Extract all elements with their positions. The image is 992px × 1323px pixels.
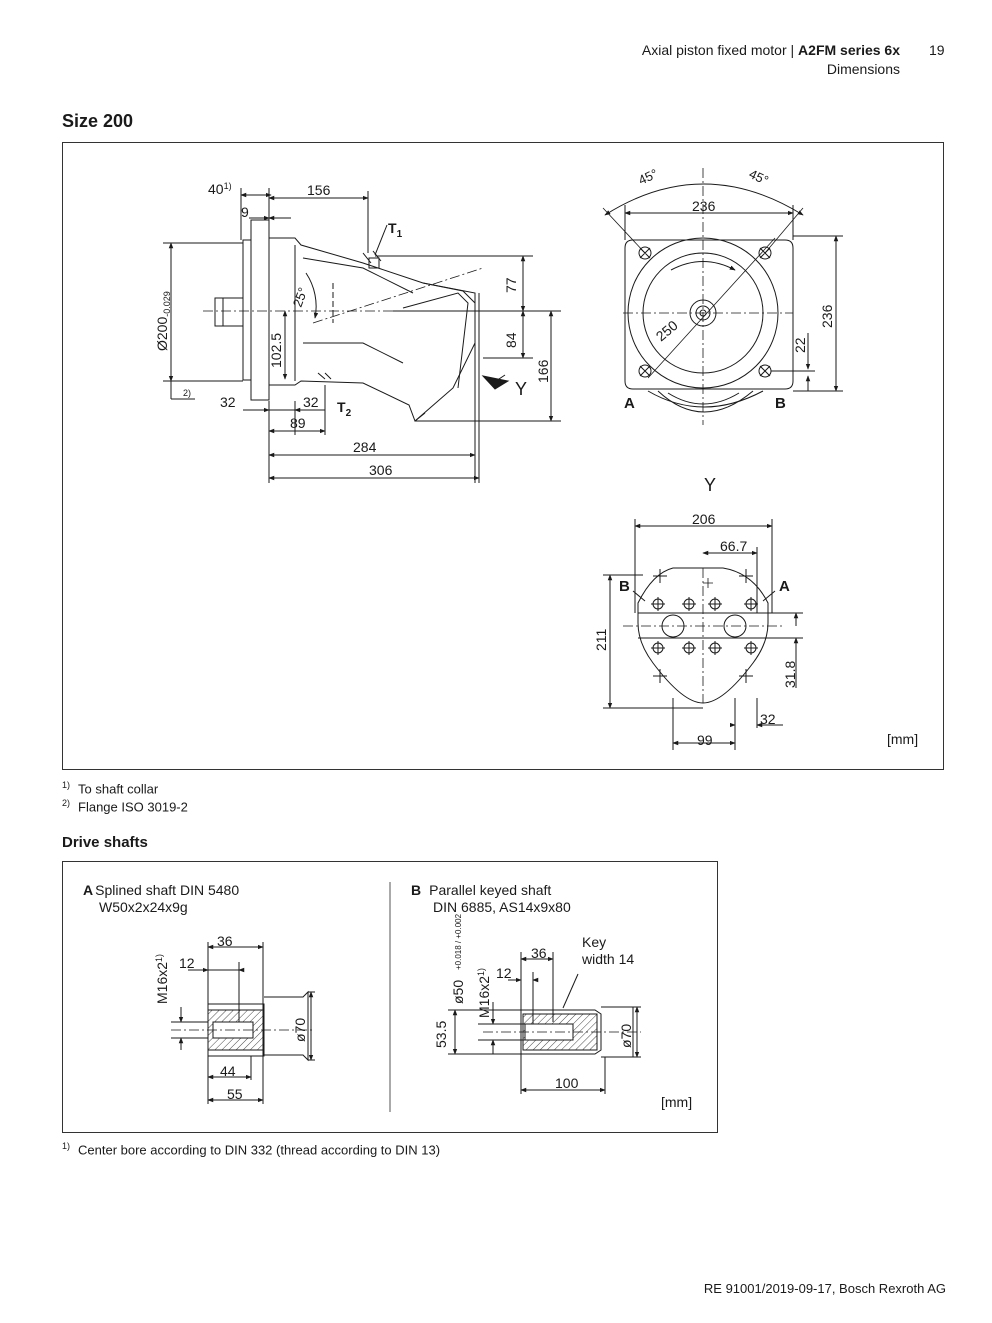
drive-unit-label: [mm] xyxy=(661,1094,692,1110)
front-view-motor xyxy=(602,168,804,425)
port-b-label: B xyxy=(775,395,786,412)
dim-84: 84 xyxy=(503,332,519,348)
shaft-b-dim-53-5: 53.5 xyxy=(433,1021,449,1048)
shaft-b-dim-12: 12 xyxy=(496,965,512,981)
dim-306: 306 xyxy=(369,462,393,478)
dim-236-width: 236 xyxy=(692,198,716,214)
angle-45-right: 45° xyxy=(747,166,771,188)
shaft-a-dim-55: 55 xyxy=(227,1086,243,1102)
footnote-center-bore: 1)Center bore according to DIN 332 (thre… xyxy=(62,1141,441,1158)
view-y-port-a: A xyxy=(779,578,790,595)
key-label-line1: Key xyxy=(582,934,606,950)
dim-89: 89 xyxy=(290,415,306,431)
shaft-a-spec: W50x2x24x9g xyxy=(99,899,188,915)
dim-211: 211 xyxy=(593,628,609,651)
dim-diameter-200: Ø200-0.029 xyxy=(154,291,172,351)
page-number: 19 xyxy=(929,42,945,58)
shaft-b-dim-100: 100 xyxy=(555,1075,579,1091)
dim-284: 284 xyxy=(353,439,377,455)
shaft-b-diameter-tol: +0.018 / +0.002 xyxy=(454,913,463,970)
shaft-b-drawing xyxy=(483,1006,641,1058)
dimension-drawing-svg: 401) 9 156 T1 T2 77 84 166 102.5 Ø200-0.… xyxy=(154,166,918,750)
shaft-b-spec: DIN 6885, AS14x9x80 xyxy=(433,899,571,915)
drive-shafts-title: Drive shafts xyxy=(62,834,148,851)
footer: RE 91001/2019-09-17, Bosch Rexroth AG xyxy=(703,1281,946,1296)
footnote-1: 1)To shaft collar xyxy=(62,780,159,797)
dim-66-7: 66.7 xyxy=(720,538,747,554)
view-y-arrow-label: Y xyxy=(515,379,527,399)
angle-45-left: 45° xyxy=(636,166,660,188)
dim-156: 156 xyxy=(307,182,331,198)
shaft-a-dim-12: 12 xyxy=(179,955,195,971)
view-y-port-b: B xyxy=(619,578,630,595)
port-a-label: A xyxy=(624,395,635,412)
dim-9: 9 xyxy=(241,204,249,220)
footnote-2: 2)Flange ISO 3019-2 xyxy=(62,798,188,815)
view-y-drawing xyxy=(623,567,783,704)
dim-radius-250: 250 xyxy=(653,317,681,344)
side-view-motor xyxy=(203,219,484,422)
dim-32-view-y: 32 xyxy=(760,711,776,727)
angle-25: 25° xyxy=(290,285,311,309)
shaft-a-dim-36: 36 xyxy=(217,933,233,949)
dim-236-height: 236 xyxy=(819,304,835,328)
dim-32-left: 32 xyxy=(220,394,236,410)
unit-label: [mm] xyxy=(887,731,918,747)
port-t2-label: T2 xyxy=(337,399,352,419)
shaft-a-thread: M16x21) xyxy=(154,954,170,1004)
dim-31-8: 31.8 xyxy=(782,661,798,688)
shaft-a-diameter: ø70 xyxy=(292,1018,308,1042)
shaft-b-thread: M16x21) xyxy=(476,968,492,1018)
dimension-drawing-size-200: 401) 9 156 T1 T2 77 84 166 102.5 Ø200-0.… xyxy=(62,142,944,770)
header-title: Axial piston fixed motor | A2FM series 6… xyxy=(642,42,900,58)
dim-99: 99 xyxy=(697,732,713,748)
shaft-b-diameter-50: ø50 xyxy=(450,980,466,1004)
dim-22: 22 xyxy=(792,337,808,353)
series-title: A2FM series 6x xyxy=(798,42,900,58)
shaft-a-dim-44: 44 xyxy=(220,1063,236,1079)
shaft-b-diameter-70: ø70 xyxy=(618,1024,634,1048)
shaft-b-dim-36: 36 xyxy=(531,945,547,961)
dim-77: 77 xyxy=(503,277,519,293)
dim-166: 166 xyxy=(535,359,551,383)
footnote-ref-2: 2) xyxy=(183,388,191,398)
dim-102-5: 102.5 xyxy=(268,333,284,368)
shaft-a-drawing xyxy=(171,990,313,1062)
key-label-line2: width 14 xyxy=(581,951,634,967)
section-label: Dimensions xyxy=(826,61,900,77)
size-title: Size 200 xyxy=(62,111,134,131)
doc-title: Axial piston fixed motor xyxy=(641,42,787,58)
header-separator: | xyxy=(790,42,795,58)
port-t1-label: T1 xyxy=(388,220,403,240)
view-y-title: Y xyxy=(704,475,716,495)
dim-206: 206 xyxy=(692,511,716,527)
dim-32-right: 32 xyxy=(303,394,319,410)
dim-40: 401) xyxy=(208,181,232,197)
